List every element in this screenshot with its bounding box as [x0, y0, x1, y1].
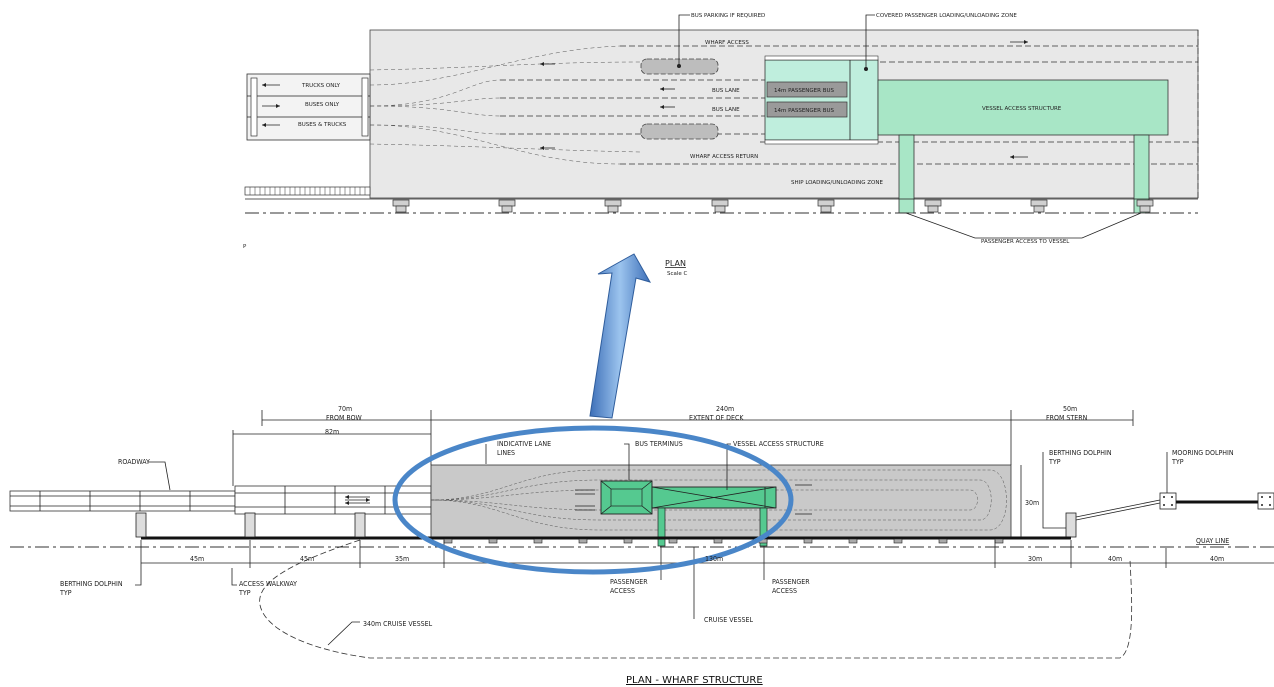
label-berthing-top-1: BERTHING DOLPHIN [1049, 449, 1112, 457]
label-quay-line: QUAY LINE [1196, 537, 1229, 545]
label-buses-only: BUSES ONLY [305, 102, 340, 108]
passenger-access-leg-2 [1133, 134, 1150, 214]
label-passenger-access: PASSENGER ACCESS TO VESSEL [981, 239, 1070, 245]
passenger-access-left [657, 507, 666, 547]
label-indicative-2: LINES [497, 449, 515, 457]
dim-35: 35m [395, 555, 409, 563]
fenders-bottom [443, 538, 1004, 544]
bottom-plan: 70m FROM BOW 82m 240m EXTENT OF DECK 50m… [9, 405, 1274, 686]
cruise-vessel-outline [259, 539, 1133, 659]
label-passenger-bus-1: 14m PASSENGER BUS [774, 88, 835, 94]
label-bus-lane-1: BUS LANE [712, 88, 740, 94]
access-walkway [234, 485, 432, 515]
label-wharf-access: WHARF ACCESS [705, 40, 749, 46]
dim-40b: 40m [1210, 555, 1224, 563]
label-ship-loading-zone: SHIP LOADING/UNLOADING ZONE [791, 180, 883, 186]
label-berthing-top-2: TYP [1048, 458, 1061, 466]
label-cruise-vessel: 340m CRUISE VESSEL [363, 620, 433, 628]
passenger-bus-2 [766, 101, 848, 118]
label-cruise-vessel-cl: CRUISE VESSEL [704, 616, 753, 624]
top-walkway [244, 186, 371, 196]
zoom-arrow [589, 253, 652, 419]
label-access-walk-2: TYP [238, 589, 251, 597]
label-mooring-2: TYP [1171, 458, 1184, 466]
dim-30-vertical: 30m [1025, 499, 1039, 507]
roadway [9, 490, 236, 512]
label-bus-parking: BUS PARKING IF REQUIRED [691, 13, 765, 19]
dim-from-bow-label: FROM BOW [326, 414, 363, 422]
label-covered-zone: COVERED PASSENGER LOADING/UNLOADING ZONE [876, 13, 1017, 19]
dim-stern-label: FROM STERN [1046, 414, 1088, 422]
passenger-access-leg-1 [898, 134, 915, 214]
label-buses-trucks: BUSES & TRUCKS [298, 122, 347, 128]
label-corner-note: P [243, 244, 247, 250]
label-mooring-1: MOORING DOLPHIN [1172, 449, 1234, 457]
covered-loading-zone [764, 59, 879, 141]
dim-stern-value: 50m [1063, 405, 1077, 413]
fenders-top [392, 199, 1154, 213]
label-pass-access-r2: ACCESS [772, 587, 797, 595]
label-roadway: ROADWAY [118, 458, 150, 466]
label-bus-lane-2: BUS LANE [712, 107, 740, 113]
mooring-dolphin-1 [1159, 492, 1177, 510]
plan-title: PLAN [665, 259, 686, 268]
plan-scale: Scale C [667, 271, 688, 277]
label-pass-access-l2: ACCESS [610, 587, 635, 595]
label-wharf-access-return: WHARF ACCESS RETURN [690, 154, 758, 160]
zoom-highlight-ellipse [392, 425, 794, 575]
label-vessel-access: VESSEL ACCESS STRUCTURE [733, 440, 824, 448]
dim-82: 82m [325, 428, 339, 436]
passenger-access-right [759, 507, 768, 547]
mooring-dolphin-2 [1257, 492, 1274, 510]
bus-parking-lower [640, 123, 719, 140]
dim-deck-value: 240m [716, 405, 734, 413]
vessel-access-structure [877, 79, 1169, 136]
dim-from-bow-value: 70m [338, 405, 352, 413]
passenger-bus-1 [766, 81, 848, 98]
dim-deck-label: EXTENT OF DECK [689, 414, 744, 422]
dim-40a: 40m [1108, 555, 1122, 563]
label-access-walk-1: ACCESS WALKWAY [239, 580, 297, 588]
dim-mid: 130m [705, 555, 723, 563]
label-pass-access-r1: PASSENGER [772, 578, 810, 586]
label-trucks-only: TRUCKS ONLY [301, 83, 341, 89]
label-vessel-access-structure: VESSEL ACCESS STRUCTURE [982, 106, 1062, 112]
berthing-dolphins [135, 512, 1077, 538]
bottom-plan-title: PLAN - WHARF STRUCTURE [626, 675, 763, 686]
top-plan: BUS PARKING IF REQUIRED COVERED PASSENGE… [243, 13, 1199, 277]
label-bus-terminus: BUS TERMINUS [635, 440, 683, 448]
label-indicative-1: INDICATIVE LANE [497, 440, 551, 448]
label-berthing-bl-1: BERTHING DOLPHIN [60, 580, 123, 588]
dim-45a: 45m [190, 555, 204, 563]
dim-45b: 45m [300, 555, 314, 563]
label-passenger-bus-2: 14m PASSENGER BUS [774, 108, 835, 114]
bus-terminus [600, 480, 653, 515]
dim-30: 30m [1028, 555, 1042, 563]
label-pass-access-l1: PASSENGER [610, 578, 648, 586]
label-berthing-bl-2: TYP [59, 589, 72, 597]
